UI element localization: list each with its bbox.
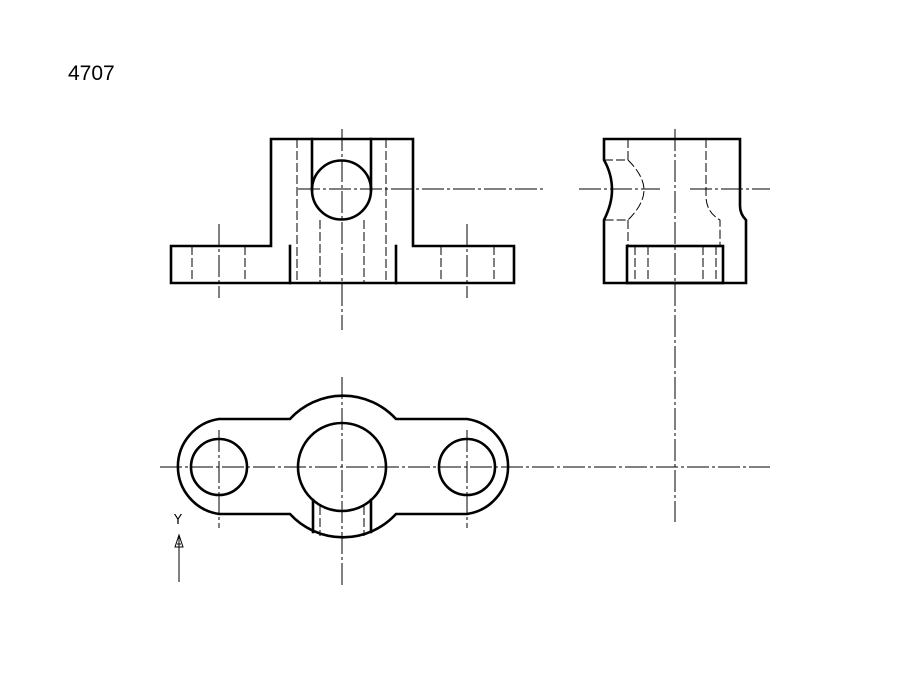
ucs-icon: Y [173,513,184,582]
side-view-outline [602,137,748,285]
front-view-outline [169,137,516,285]
side-hidden-cross-hole [604,159,645,221]
ucs-y-label: Y [173,513,182,528]
front-view [169,129,546,330]
ucs-y-arrow-icon [174,533,184,548]
side-hidden-bore-right [705,139,721,246]
side-view [579,129,770,522]
top-slot-edges [311,498,373,534]
drawing-number: 4707 [68,62,115,85]
top-view [160,377,770,585]
side-view-base-block [625,244,725,285]
front-slot-outline [310,137,373,221]
